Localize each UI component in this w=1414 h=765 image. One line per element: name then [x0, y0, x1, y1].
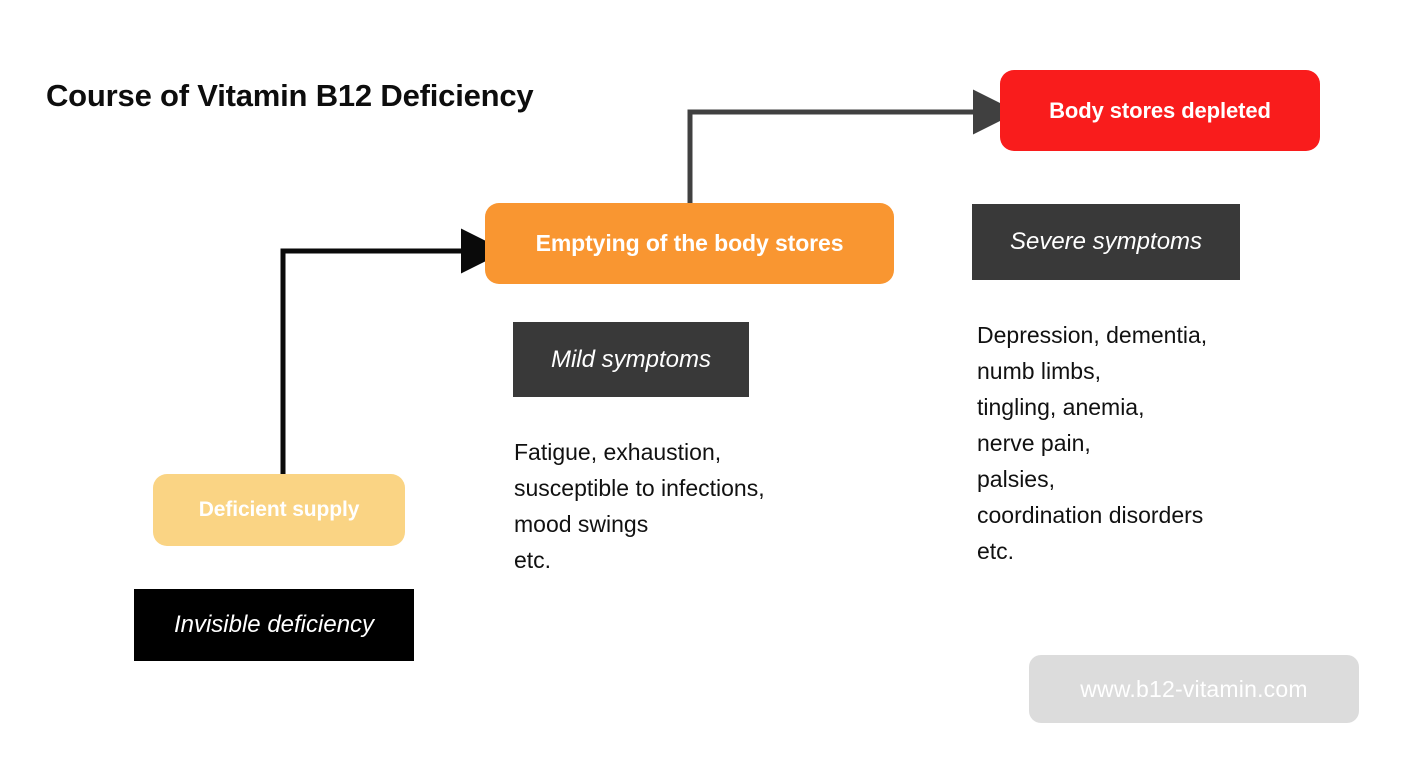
severe-symptoms-text: Depression, dementia, numb limbs, tingli…: [977, 322, 1208, 564]
stage-deficient-supply-label: Deficient supply: [198, 498, 360, 521]
stage-body-stores-depleted: Body stores depleted: [1000, 70, 1320, 151]
chip-invisible-deficiency: Invisible deficiency: [134, 589, 414, 661]
chip-mild-symptoms: Mild symptoms: [513, 322, 749, 397]
chip-severe-symptoms-label: Severe symptoms: [1009, 228, 1203, 255]
watermark-badge: www.b12-vitamin.com: [1029, 655, 1359, 723]
stage-emptying-of-body-stores-label: Emptying of the body stores: [535, 230, 844, 256]
arrow-deficient-to-emptying: [280, 228, 506, 474]
mild-symptoms-text: Fatigue, exhaustion, susceptible to infe…: [514, 439, 765, 573]
page-title: Course of Vitamin B12 Deficiency: [46, 78, 534, 113]
chip-invisible-deficiency-label: Invisible deficiency: [173, 611, 375, 638]
stage-deficient-supply: Deficient supply: [153, 474, 405, 546]
watermark-url: www.b12-vitamin.com: [1080, 675, 1308, 702]
chip-mild-symptoms-label: Mild symptoms: [550, 345, 712, 373]
chip-severe-symptoms: Severe symptoms: [972, 204, 1240, 280]
stage-emptying-of-body-stores: Emptying of the body stores: [485, 203, 894, 284]
arrow-emptying-to-depleted: [687, 89, 1018, 203]
stage-body-stores-depleted-label: Body stores depleted: [1049, 97, 1271, 123]
